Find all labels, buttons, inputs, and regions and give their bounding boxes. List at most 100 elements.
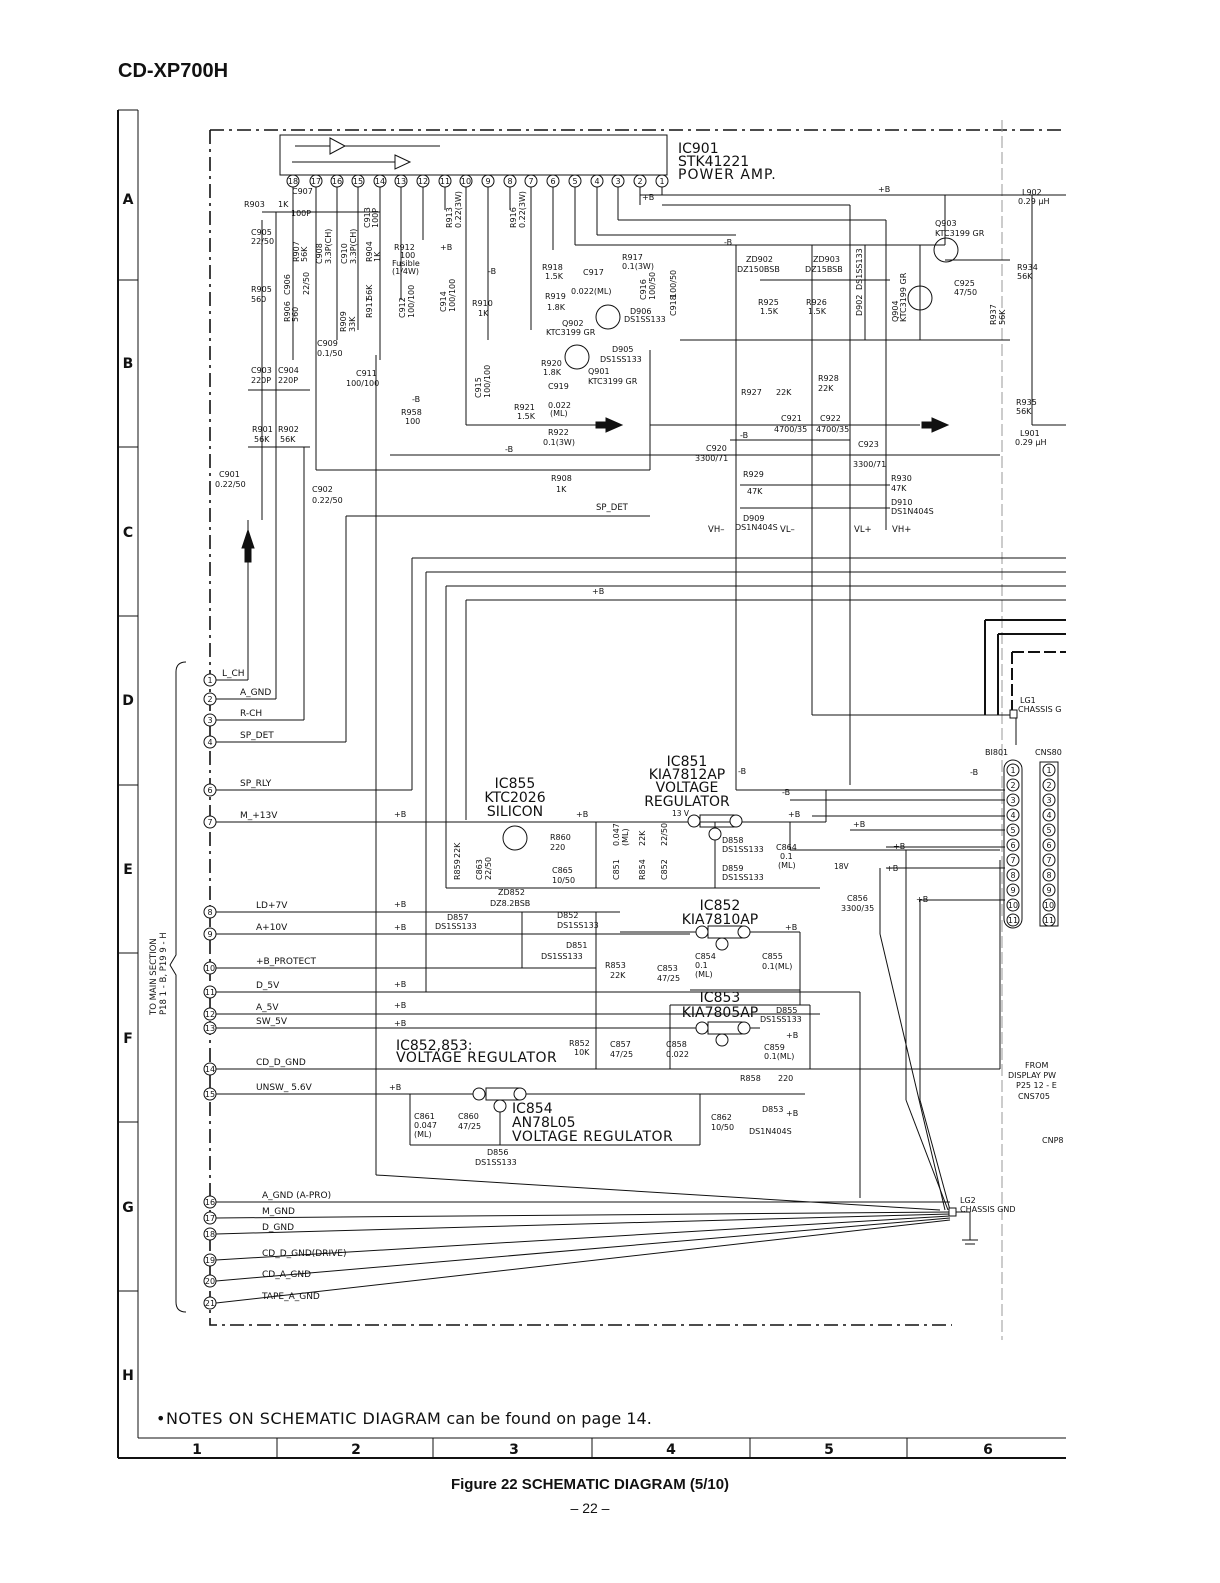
component-label: 0.29 μH: [1018, 197, 1049, 206]
net-label: +B: [785, 923, 797, 932]
component-label: 560: [251, 295, 266, 304]
connector-pin-number: 18: [205, 1230, 215, 1239]
component-label: 22/50: [484, 857, 493, 880]
pin-circle: [203, 1253, 217, 1267]
component-label: C903: [251, 366, 272, 375]
component-label: 100/100: [483, 365, 492, 398]
component-label: C905: [251, 228, 272, 237]
net-label: -B: [505, 445, 513, 454]
pin-circle: [590, 174, 604, 188]
component-label: R908: [551, 474, 572, 483]
component-label: R860: [550, 833, 571, 842]
grid-col-label: 5: [824, 1442, 834, 1458]
component-label: D906: [630, 307, 651, 316]
component-label: C901: [219, 470, 240, 479]
bi801-pin-number: 8: [1010, 871, 1015, 880]
component-label: R907: [292, 241, 301, 262]
connector-pin-label: M_GND: [262, 1207, 295, 1217]
pin-circle: [695, 925, 709, 939]
pin-circle: [203, 985, 217, 999]
grid-row-label: F: [123, 1031, 133, 1047]
bi801-pin-number: 11: [1008, 916, 1018, 925]
pin-circle: [1006, 778, 1020, 792]
net-label: -B: [724, 238, 732, 247]
net-label: CNS705: [1018, 1092, 1050, 1101]
connector-pin-number: 15: [205, 1090, 215, 1099]
ic852-part: KIA7810AP: [682, 912, 759, 928]
grid-row-label: E: [123, 862, 133, 878]
bi801-pin-number: 6: [1010, 841, 1015, 850]
connector-pin-number: 20: [205, 1277, 215, 1286]
connector-pin-label: L_CH: [222, 669, 245, 679]
component-label: C906: [283, 274, 292, 295]
pin-circle: [524, 174, 538, 188]
component-label: R906: [283, 301, 292, 322]
component-label: 0.1: [780, 852, 793, 861]
net-label: CNS80: [1035, 748, 1062, 757]
pin-circle: [1042, 883, 1056, 897]
ic901-pin-number: 4: [594, 177, 599, 186]
component-label: 22K: [453, 842, 462, 858]
net-label: FROM: [1025, 1061, 1048, 1070]
to-main-section-label: TO MAIN SECTION: [149, 938, 159, 1016]
component-label: (1/4W): [392, 267, 419, 276]
component-label: 0.22(3W): [454, 191, 463, 228]
component-label: DS1SS133: [600, 355, 642, 364]
component-label: D857: [447, 913, 468, 922]
cns80-pin-number: 8: [1046, 871, 1051, 880]
net-label: LG1: [1020, 696, 1036, 705]
component-label: 56K: [254, 435, 270, 444]
component-label: C855: [762, 952, 783, 961]
component-label: D851: [566, 941, 587, 950]
component-label: 220P: [278, 376, 298, 385]
component-label: C904: [278, 366, 299, 375]
component-label: KTC3199 GR: [546, 328, 596, 337]
ic901-pin-number: 8: [507, 177, 512, 186]
connector-pin-number: 21: [205, 1299, 215, 1308]
pin-circle: [459, 174, 473, 188]
component-label: DS1SS133: [722, 873, 764, 882]
component-label: 33K: [348, 316, 357, 332]
connector-pin-label: SW_5V: [256, 1017, 288, 1027]
component-label: C908: [315, 243, 324, 264]
component-label: R853: [605, 961, 626, 970]
component-label: R903: [244, 200, 265, 209]
net-label: CHASSIS G: [1018, 705, 1061, 714]
component-label: 100P: [371, 208, 380, 228]
pin-circle: [1042, 763, 1056, 777]
net-label: BI801: [985, 748, 1008, 757]
component-label: C858: [666, 1040, 687, 1049]
grid-row-label: G: [122, 1200, 134, 1216]
bi801-pin-number: 5: [1010, 826, 1015, 835]
component-label: R925: [758, 298, 779, 307]
component-label: 100/100: [346, 379, 379, 388]
component-label: 1.8K: [547, 303, 566, 312]
component-label: 56K: [1017, 272, 1033, 281]
component-label: 4700/35: [816, 425, 849, 434]
pin-circle: [695, 1021, 709, 1035]
net-label: +B: [853, 820, 865, 829]
component-label: DS1SS133: [435, 922, 477, 931]
ic854-part: AN78L05: [512, 1115, 575, 1131]
component-label: 1.5K: [545, 272, 564, 281]
cns80-pin-number: 1: [1046, 766, 1051, 775]
component-label: DZ150BSB: [737, 265, 780, 274]
connector-pin-label: CD_D_GND(DRIVE): [262, 1249, 347, 1259]
ic851-part: KIA7812AP: [649, 767, 726, 783]
component-label: 0.047: [612, 823, 621, 846]
pin-circle: [1006, 838, 1020, 852]
pin-circle: [1006, 763, 1020, 777]
component-label: 220: [778, 1074, 793, 1083]
pin-circle: [203, 673, 217, 687]
component-label: Q903: [935, 219, 957, 228]
component-label: 1.5K: [517, 412, 536, 421]
pin-circle: [1006, 913, 1020, 927]
ic901-pin-number: 10: [461, 177, 471, 186]
component-label: 100/100: [448, 279, 457, 312]
component-label: R916: [509, 207, 518, 228]
component-label: 3300/71: [853, 460, 886, 469]
component-label: 47K: [891, 484, 907, 493]
ic901-pin-number: 14: [375, 177, 385, 186]
ic901-pin-number: 13: [396, 177, 406, 186]
component-label: 100: [405, 417, 420, 426]
